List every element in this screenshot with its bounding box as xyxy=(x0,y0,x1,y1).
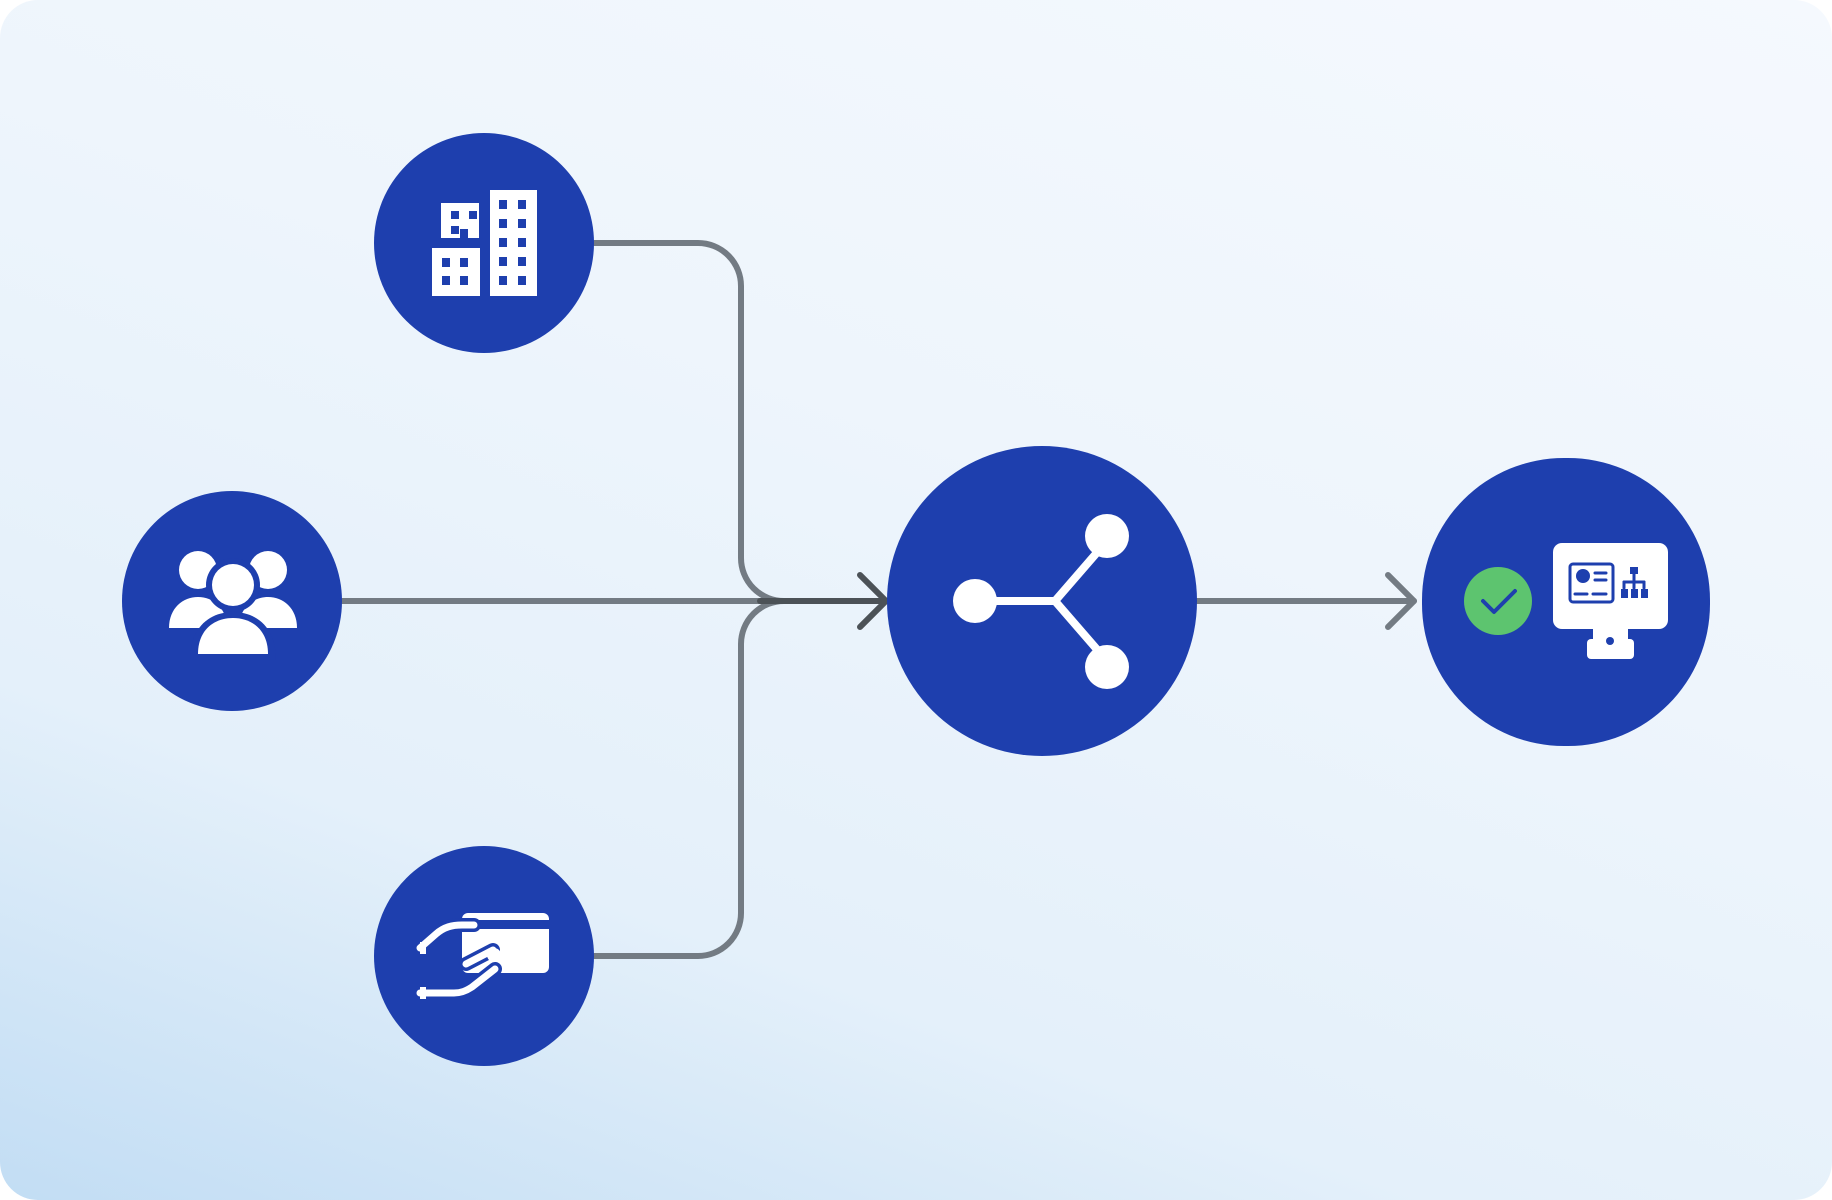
edge-payment-to-hub xyxy=(591,598,891,959)
arrowhead-output xyxy=(1385,572,1417,630)
monitor-dashboard-icon xyxy=(1553,543,1668,659)
connectors xyxy=(337,240,1417,959)
people-group-icon xyxy=(169,551,297,660)
hand-card-payment-icon xyxy=(413,913,549,1000)
node-buildings xyxy=(374,133,594,353)
node-hub xyxy=(887,446,1197,756)
arrowhead-hub xyxy=(857,572,889,630)
node-output xyxy=(1422,458,1710,746)
node-payment xyxy=(374,846,594,1066)
check-badge-icon xyxy=(1464,567,1532,635)
node-people xyxy=(122,491,342,711)
office-buildings-icon xyxy=(432,190,537,296)
edge-buildings-to-hub xyxy=(591,240,891,604)
share-network-icon xyxy=(953,514,1129,689)
